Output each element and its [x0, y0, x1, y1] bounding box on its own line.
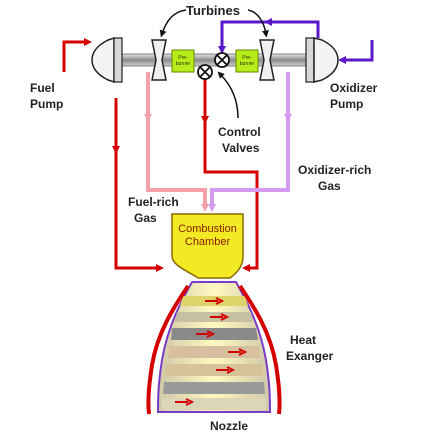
preburner-right-label-2: burner [240, 61, 255, 67]
heat-exchanger-flow-arrows [175, 297, 248, 406]
nozzle-body [146, 281, 282, 415]
label-control-valves-2: Valves [222, 141, 260, 155]
callout-leaders [159, 9, 269, 119]
preburner-left-label-2: burner [176, 61, 191, 67]
label-combustion-chamber-1: Combustion [178, 223, 237, 235]
preburner-right: Pre- burner [235, 49, 259, 73]
label-fuel-rich-gas-2: Gas [134, 211, 157, 225]
label-heat-exchanger-1: Heat [290, 333, 316, 347]
label-oxidizer-rich-gas-2: Gas [318, 179, 341, 193]
label-oxidizer-rich-gas-1: Oxidizer-rich [298, 163, 371, 177]
fuel-rich-gas-lines [144, 72, 209, 212]
nozzle-cooling-left [146, 284, 190, 415]
label-fuel-rich-gas-1: Fuel-rich [128, 195, 179, 209]
label-fuel-pump-1: Fuel [30, 81, 55, 95]
label-oxidizer-pump-1: Oxidizer [330, 81, 378, 95]
preburner-left-label-1: Pre- [178, 55, 188, 61]
oxidizer-pump [305, 37, 339, 83]
oxidizer-rich-gas-lines [208, 72, 292, 212]
fuel-pump [91, 36, 123, 84]
fuel-turbine [151, 39, 167, 81]
label-control-valves-1: Control [218, 125, 261, 139]
control-valve-fuel [197, 64, 213, 80]
combustion-chamber [171, 213, 244, 279]
label-nozzle: Nozzle [210, 419, 248, 433]
preburner-left: Pre- burner [171, 49, 195, 73]
heat-exchanger-bands [162, 296, 266, 410]
oxidizer-turbine [259, 39, 275, 81]
label-heat-exchanger-2: Exanger [286, 349, 334, 363]
label-combustion-chamber-2: Chamber [185, 236, 231, 248]
label-turbines: Turbines [186, 3, 240, 18]
label-oxidizer-pump-2: Pump [330, 97, 363, 111]
preburner-right-label-1: Pre- [242, 55, 252, 61]
label-fuel-pump-2: Pump [30, 97, 63, 111]
nozzle-cooling-right [238, 284, 282, 415]
control-valve-oxidizer [214, 52, 230, 68]
